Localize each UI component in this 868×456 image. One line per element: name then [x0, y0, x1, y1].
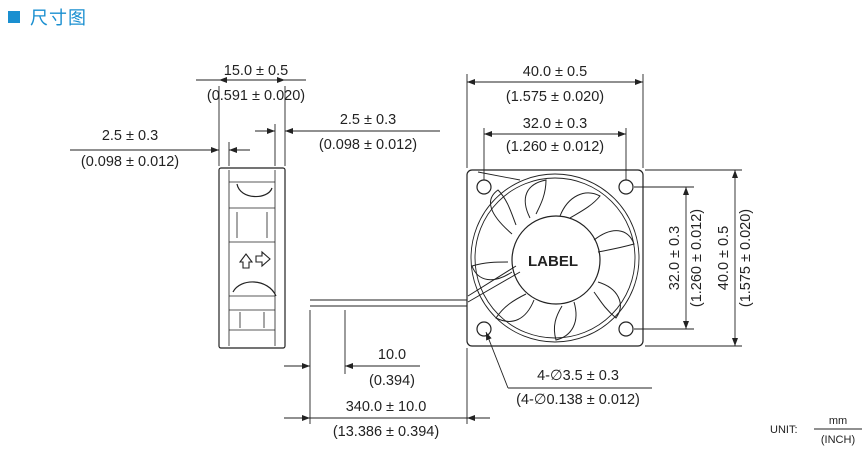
unit-caption: UNIT:: [770, 424, 798, 436]
left-flange-mm: 2.5 ± 0.3: [102, 128, 158, 144]
hole-pitch-mm: 32.0 ± 0.3: [523, 116, 587, 132]
v-frame-dimension: [645, 169, 742, 347]
fan-side-view: [218, 167, 286, 349]
frame-width-in: (1.575 ± 0.020): [506, 89, 604, 105]
section-header: 尺寸图: [8, 4, 87, 30]
right-flange-mm: 2.5 ± 0.3: [340, 112, 396, 128]
v-frame-in: (1.575 ± 0.020): [738, 209, 754, 307]
lead-wires: [310, 299, 467, 307]
left-flange-in: (0.098 ± 0.012): [81, 154, 179, 170]
v-hole-pitch-dimension: [634, 186, 694, 330]
strip-length-dimension: [284, 310, 420, 424]
side-width-dimension: [196, 77, 306, 166]
side-width-in: (0.591 ± 0.020): [207, 88, 305, 104]
lead-length-dimension: [284, 348, 490, 424]
strip-length-in: (0.394): [369, 373, 415, 389]
right-flange-in: (0.098 ± 0.012): [319, 137, 417, 153]
section-title: 尺寸图: [30, 8, 87, 29]
v-frame-mm: 40.0 ± 0.5: [716, 226, 732, 290]
v-hole-pitch-in: (1.260 ± 0.012): [689, 209, 705, 307]
hole-callout-mm: 4-∅3.5 ± 0.3: [537, 368, 619, 384]
frame-width-mm: 40.0 ± 0.5: [523, 64, 587, 80]
hole-callout-in: (4-∅0.138 ± 0.012): [516, 392, 640, 408]
side-width-mm: 15.0 ± 0.5: [224, 63, 288, 79]
airflow-arrow-icon: [238, 250, 271, 269]
square-bullet-icon: [8, 11, 20, 23]
lead-length-mm: 340.0 ± 10.0: [346, 399, 427, 415]
unit-numerator: mm: [829, 415, 847, 427]
strip-length-mm: 10.0: [378, 347, 406, 363]
unit-denominator: (INCH): [821, 434, 855, 446]
hole-callout-leader: [485, 331, 652, 389]
hole-pitch-in: (1.260 ± 0.012): [506, 139, 604, 155]
label-text: LABEL: [528, 253, 578, 270]
fan-front-view: [466, 169, 644, 347]
frame-width-dimension: [466, 74, 644, 168]
hole-pitch-dimension: [483, 128, 627, 180]
lead-length-in: (13.386 ± 0.394): [333, 424, 439, 440]
right-flange-dimension: [255, 124, 440, 166]
v-hole-pitch-mm: 32.0 ± 0.3: [667, 226, 683, 290]
left-flange-dimension: [70, 142, 250, 166]
